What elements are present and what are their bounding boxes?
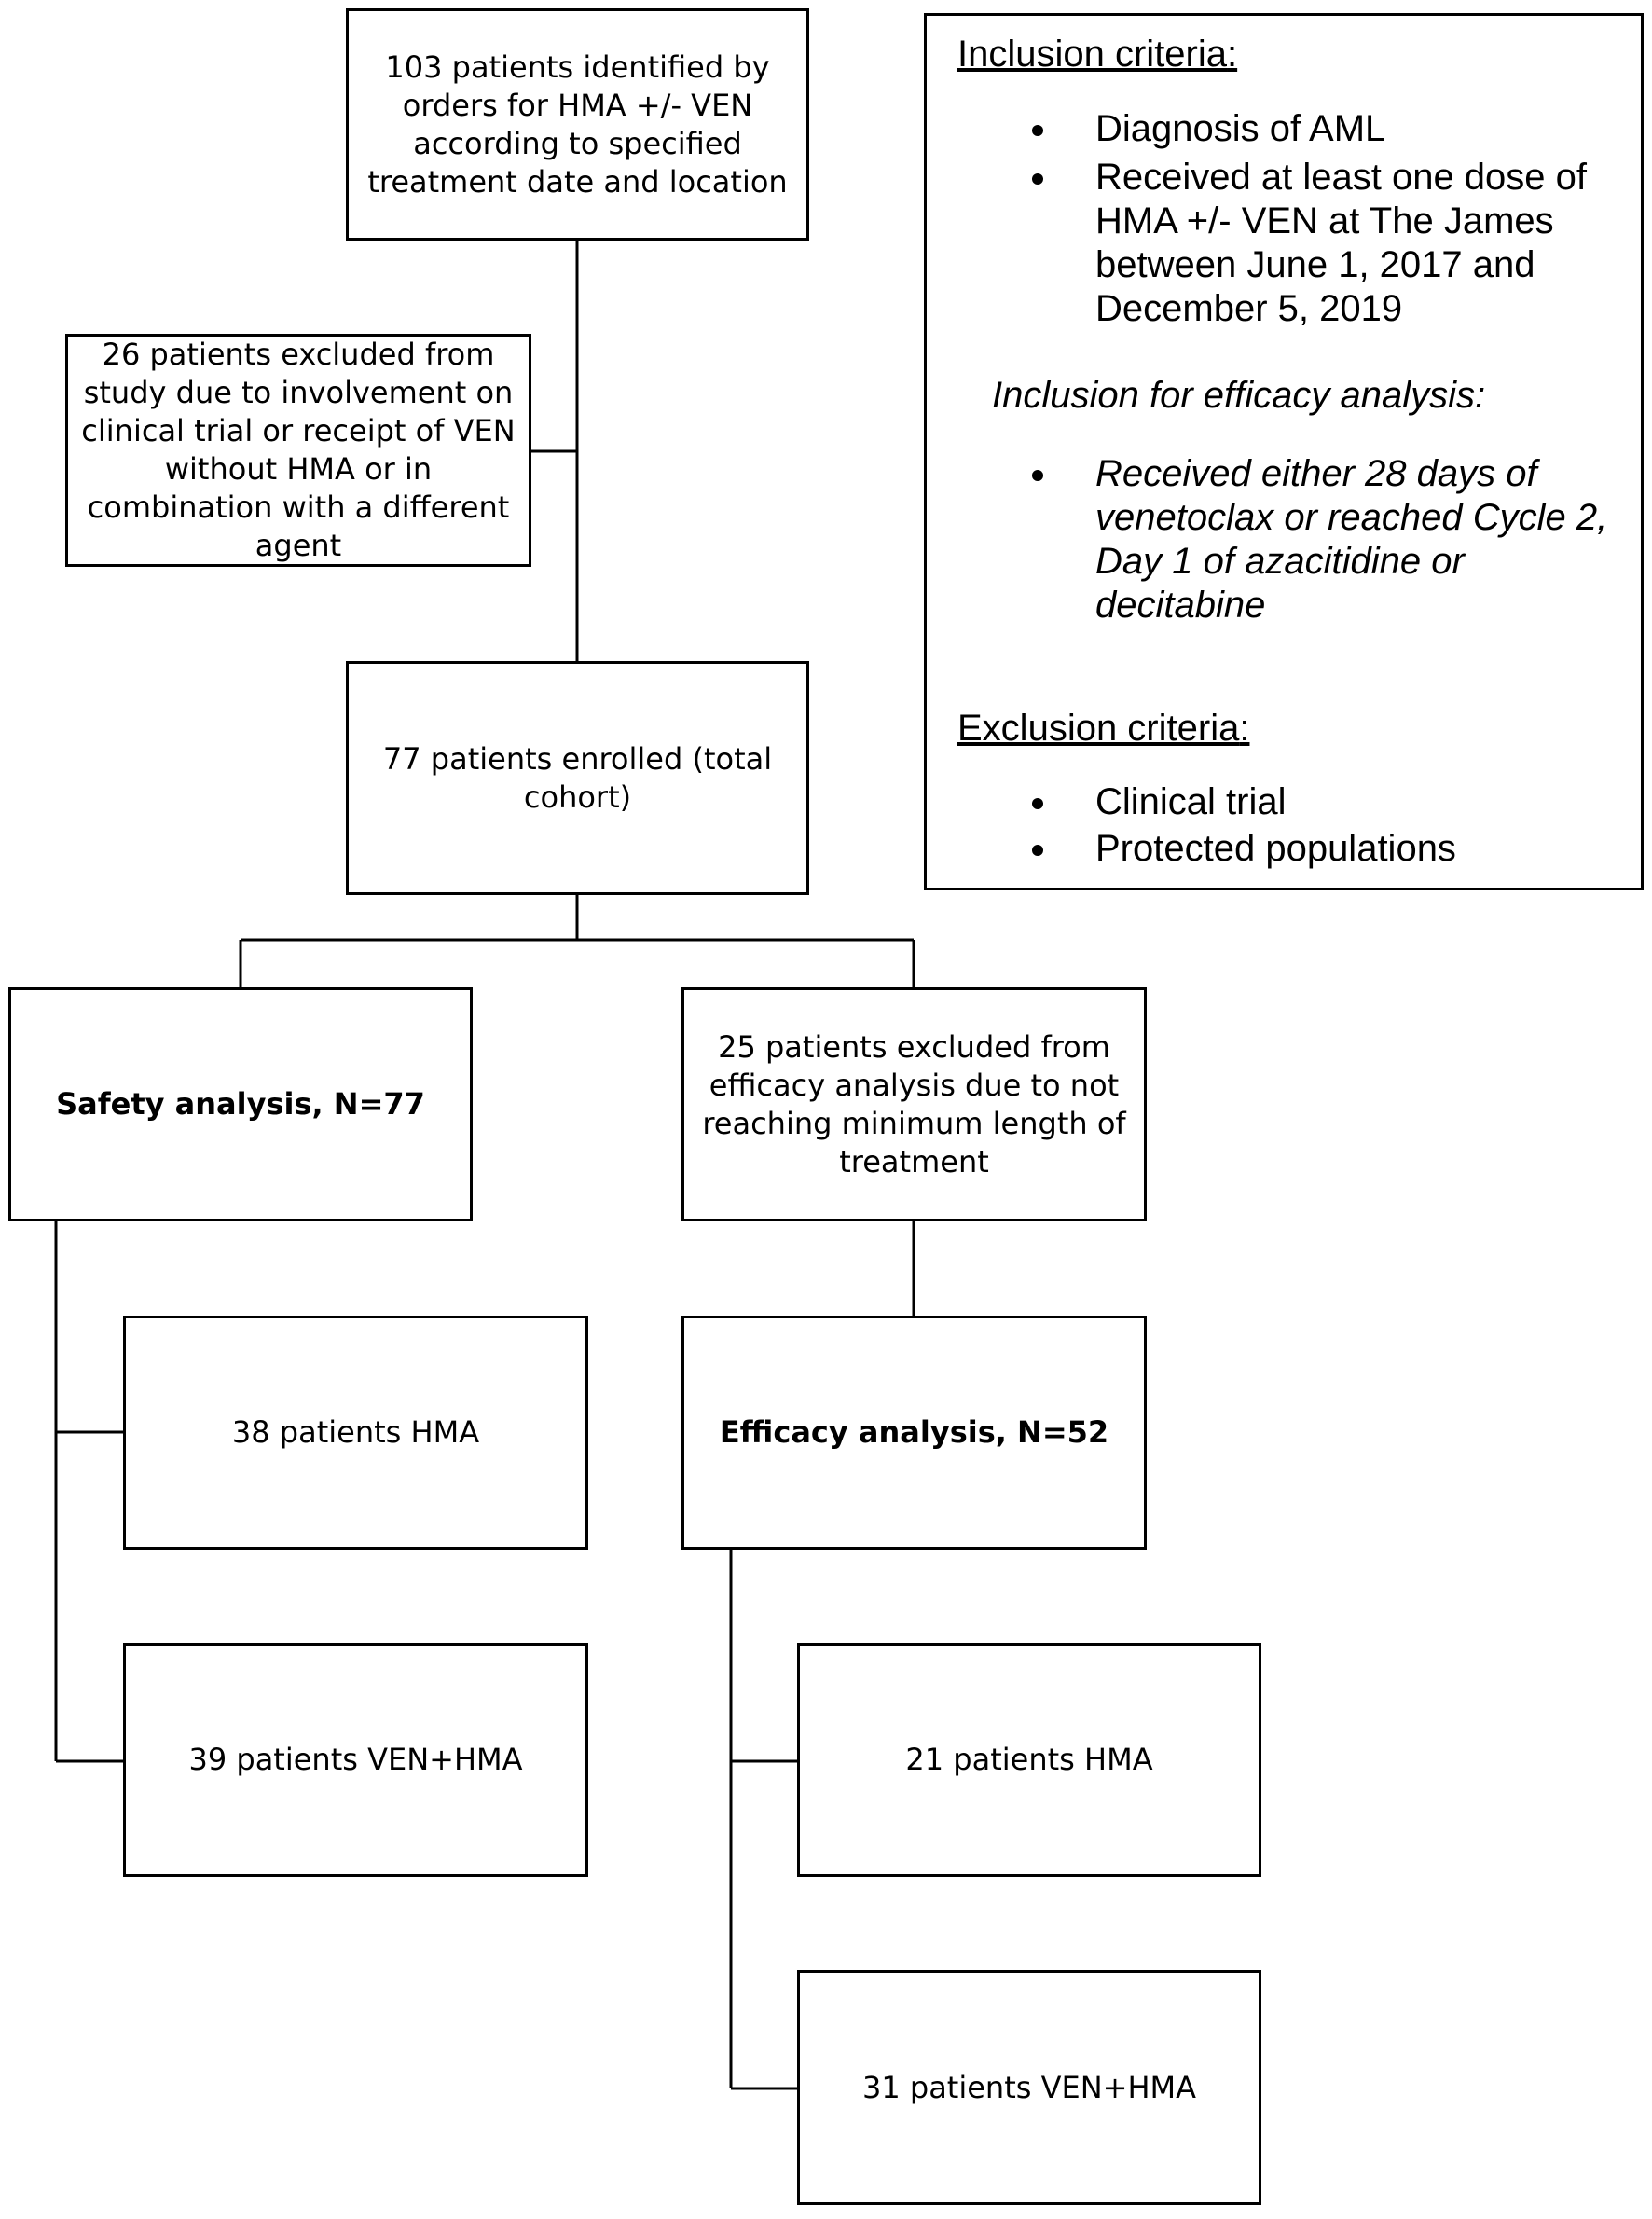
efficacy-hma-box: 21 patients HMA	[797, 1643, 1261, 1877]
criteria-panel: Inclusion criteria: Diagnosis of AML Rec…	[924, 13, 1644, 890]
efficacy-analysis-box: Efficacy analysis, N=52	[681, 1316, 1147, 1550]
safety-hma-box: 38 patients HMA	[123, 1316, 588, 1550]
exclusion-criteria-list: Clinical trial Protected populations	[1032, 780, 1618, 871]
safety-ven-hma-text: 39 patients VEN+HMA	[188, 1742, 523, 1777]
inclusion-item: Received at least one dose of HMA +/- VE…	[1032, 156, 1618, 331]
exclusion-item: Clinical trial	[1032, 780, 1618, 824]
excluded-from-study-text: 26 patients excluded from study due to i…	[81, 337, 516, 563]
inclusion-criteria-heading: Inclusion criteria:	[957, 34, 1238, 75]
efficacy-inclusion-heading: Inclusion for efficacy analysis:	[992, 375, 1486, 416]
excluded-from-study-box: 26 patients excluded from study due to i…	[65, 334, 531, 567]
efficacy-analysis-text: Efficacy analysis, N=52	[719, 1414, 1109, 1450]
efficacy-inclusion-list: Received either 28 days of venetoclax or…	[1032, 452, 1618, 627]
safety-analysis-text: Safety analysis, N=77	[56, 1086, 425, 1122]
efficacy-ven-hma-box: 31 patients VEN+HMA	[797, 1970, 1261, 2205]
enrolled-patients-text: 77 patients enrolled (total cohort)	[382, 740, 773, 815]
excluded-from-efficacy-box: 25 patients excluded from efficacy analy…	[681, 987, 1147, 1221]
bullet-icon	[1032, 845, 1043, 856]
efficacy-inclusion-item: Received either 28 days of venetoclax or…	[1032, 452, 1618, 627]
enrolled-patients-box: 77 patients enrolled (total cohort)	[346, 661, 809, 895]
inclusion-criteria-list: Diagnosis of AML Received at least one d…	[1032, 107, 1618, 331]
identified-patients-box: 103 patients identified by orders for HM…	[346, 8, 809, 241]
exclusion-criteria-heading: Exclusion criteria:	[957, 708, 1250, 749]
safety-ven-hma-box: 39 patients VEN+HMA	[123, 1643, 588, 1877]
excluded-from-efficacy-text: 25 patients excluded from efficacy analy…	[702, 1028, 1126, 1179]
efficacy-ven-hma-text: 31 patients VEN+HMA	[861, 2069, 1197, 2105]
bullet-icon	[1032, 125, 1043, 136]
safety-hma-text: 38 patients HMA	[231, 1414, 480, 1450]
bullet-icon	[1032, 173, 1043, 185]
safety-analysis-box: Safety analysis, N=77	[8, 987, 473, 1221]
bullet-icon	[1032, 470, 1043, 481]
bullet-icon	[1032, 798, 1043, 809]
identified-patients-text: 103 patients identified by orders for HM…	[367, 48, 788, 200]
inclusion-item: Diagnosis of AML	[1032, 107, 1618, 151]
efficacy-hma-text: 21 patients HMA	[905, 1742, 1153, 1777]
exclusion-item: Protected populations	[1032, 827, 1618, 871]
